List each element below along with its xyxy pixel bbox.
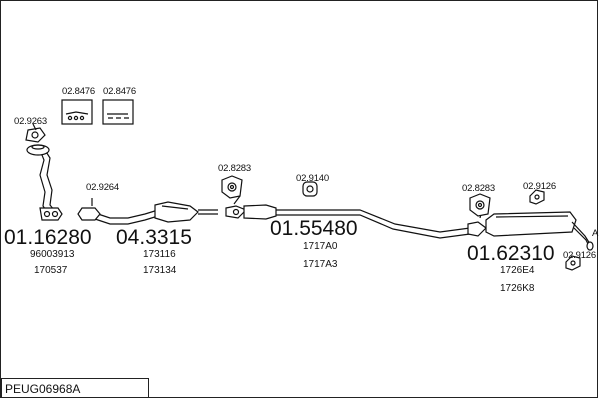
gasket-02-9263-diagram [25, 123, 46, 143]
accessory-code-02-9126-a: 02.9126 [523, 181, 556, 192]
ring-02-9126-b-diagram [565, 255, 581, 271]
sub-code-4a: 1726E4 [500, 265, 535, 276]
sub-code-1a: 96003913 [30, 249, 75, 260]
kit-02-8476-b-diagram [102, 99, 134, 125]
main-part-number-4: 01.62310 [467, 242, 555, 265]
kit-code-a: 02.8476 [62, 86, 95, 97]
main-part-number-1: 01.16280 [4, 226, 92, 249]
main-part-number-3: 01.55480 [270, 217, 358, 240]
sub-code-3a: 1717A0 [303, 241, 338, 252]
sub-code-2b: 173134 [143, 265, 177, 276]
kit-02-8476-a-diagram [61, 99, 93, 125]
accessory-code-02-9126-b: 02.9126 [563, 250, 596, 261]
accessory-code-02-8283-b: 02.8283 [462, 183, 495, 194]
centre-silencer-diagram [225, 195, 471, 239]
part-code-label: PEUG06968A [5, 382, 81, 396]
sub-code-3b: 1717A3 [303, 259, 338, 270]
label-layer: 02.9263 02.8476 02.8476 02.9264 02.8283 … [4, 86, 599, 294]
hanger-02-9140-diagram [302, 181, 318, 197]
catalyst-diagram [77, 198, 218, 225]
front-pipe-diagram [26, 144, 63, 221]
sub-code-2a: 173116 [143, 249, 176, 260]
accessory-code-02-9264: 02.9264 [86, 182, 119, 193]
accessory-code-02-9140: 02.9140 [296, 173, 329, 184]
main-part-number-2: 04.3315 [116, 226, 192, 249]
part-code-box: PEUG06968A [1, 378, 149, 398]
mount-02-8283-b-diagram [469, 193, 491, 217]
mount-02-8283-a-diagram [221, 175, 243, 199]
sub-code-4b: 1726K8 [500, 283, 535, 294]
rear-silencer-diagram [467, 209, 594, 251]
accessory-code-02-8283-a: 02.8283 [218, 163, 251, 174]
kit-code-b: 02.8476 [103, 86, 136, 97]
ring-02-9126-a-diagram [529, 189, 545, 205]
accessory-code-02-9263: 02.9263 [14, 116, 47, 127]
end-marker: A [592, 228, 599, 239]
sub-code-1b: 170537 [34, 265, 68, 276]
